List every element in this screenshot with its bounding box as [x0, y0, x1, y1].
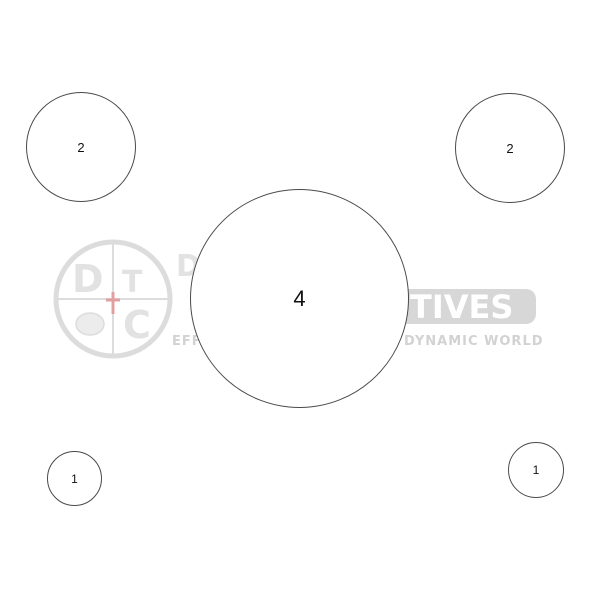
target-circle-bottom-left: 1 [47, 451, 102, 506]
fist-icon [75, 312, 105, 336]
emblem-letter-t: T [122, 265, 143, 300]
brand-text-end: TIVES [410, 288, 513, 326]
target-score: 4 [293, 285, 306, 311]
target-score: 1 [71, 471, 78, 486]
target-circle-top-left: 2 [26, 92, 136, 202]
target-circle-top-right: 2 [455, 93, 565, 203]
target-score: 2 [77, 139, 85, 155]
target-circle-center: 4 [190, 189, 409, 408]
tagline-start: EFF [172, 334, 202, 349]
brand-pill [388, 289, 536, 324]
target-score: 2 [506, 140, 514, 156]
emblem-letter-c: C [123, 303, 151, 347]
emblem-letter-d: D [72, 257, 104, 301]
target-score: 1 [532, 463, 540, 477]
tagline-end: DYNAMIC WORLD [404, 334, 544, 349]
target-circle-bottom-right: 1 [508, 442, 564, 498]
